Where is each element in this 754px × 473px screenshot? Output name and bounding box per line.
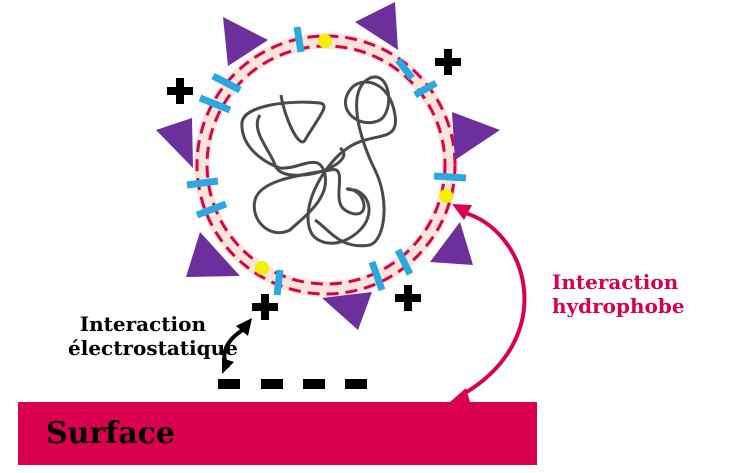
electrostatic-label-line2: électrostatique	[68, 336, 238, 360]
hydrophobic-label: Interaction hydrophobe	[552, 270, 685, 318]
arrowhead-icon	[236, 318, 252, 336]
surface-block	[18, 402, 537, 465]
hydrophobic-label-line2: hydrophobe	[552, 294, 685, 318]
arrowhead-icon	[450, 388, 470, 402]
hydrophobic-label-line1: Interaction	[552, 270, 679, 294]
surface-label: Surface	[46, 416, 175, 451]
positive-charges	[167, 49, 461, 320]
arrowhead-icon	[452, 204, 472, 220]
hydrophobic-arrow	[459, 210, 527, 398]
membrane-ring	[194, 33, 458, 297]
electrostatic-label-line1: Interaction	[79, 312, 206, 336]
polymer-coil	[240, 75, 397, 248]
triangles	[156, 2, 500, 330]
hydrophobic-dots	[255, 34, 453, 275]
polymer-coil-2	[255, 114, 346, 177]
ligands	[186, 26, 467, 296]
electrostatic-label: Interaction électrostatique	[68, 312, 238, 360]
outer-dashed-layer	[195, 34, 457, 296]
arrowhead-icon	[222, 358, 234, 374]
negative-charges	[218, 379, 367, 389]
